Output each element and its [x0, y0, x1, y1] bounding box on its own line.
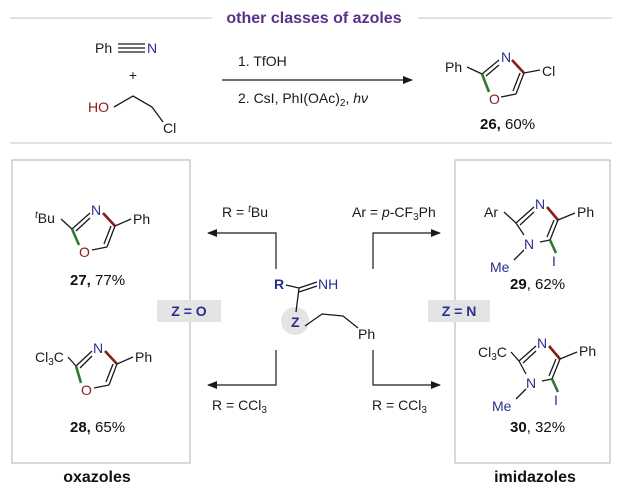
chloroethanol-chain — [113, 95, 164, 123]
c29-n: N — [535, 196, 545, 212]
header-title: other classes of azoles — [226, 10, 401, 27]
z-highlight-circle — [281, 307, 309, 335]
condition-step1: 1. TfOH — [238, 53, 287, 69]
chloroethanol-ho: HO — [88, 99, 109, 115]
p26-n: N — [501, 49, 511, 65]
c28-o: O — [81, 382, 92, 398]
condition-step2: 2. CsI, PhI(OAc)2, hν — [238, 90, 368, 109]
compound-29: Ar N Ph I N Me 29, 62% — [484, 196, 594, 293]
c29-ph: Ph — [577, 204, 594, 220]
imidazoles-label: imidazoles — [494, 469, 576, 486]
benzonitrile-ph: Ph — [95, 40, 112, 56]
c30-n1: N — [526, 375, 536, 391]
compound-30: Cl3C N Ph I N Me 30, 32% — [478, 335, 596, 436]
z-equals-o-badge: Z = O — [157, 300, 221, 322]
z-n-label: Z = N — [442, 303, 477, 319]
compound-28: Cl3C N Ph O 28, 65% — [35, 340, 152, 436]
top-reaction: Ph N + HO Cl 1. TfOH 2. CsI, PhI(OAc)2, … — [88, 40, 555, 136]
compound-27: tBu N Ph O 27, 77% — [35, 202, 150, 289]
product-26-label: 26, 60% — [480, 116, 535, 133]
arrow-to-29 — [372, 229, 441, 269]
benzonitrile-n: N — [147, 40, 157, 56]
c29-n1: N — [524, 236, 534, 252]
substrate-z: Z — [291, 314, 300, 330]
arrow-to-30 — [372, 350, 441, 389]
c30-ccl3: Cl3C — [478, 344, 507, 363]
compound-29-label: 29, 62% — [510, 276, 565, 293]
label-r-tbu: R = tBu — [222, 204, 268, 220]
arrow-to-27 — [207, 229, 277, 269]
c28-ph: Ph — [135, 349, 152, 365]
triple-bond — [118, 43, 145, 53]
c28-ccl3: Cl3C — [35, 349, 64, 368]
z-equals-n-badge: Z = N — [428, 300, 490, 322]
center-substrate: R NH Z Ph — [274, 276, 375, 342]
c30-me: Me — [492, 398, 512, 414]
p26-o: O — [489, 91, 500, 107]
c27-tbu: tBu — [35, 210, 55, 226]
z-o-label: Z = O — [171, 303, 207, 319]
c30-n: N — [537, 335, 547, 351]
header: other classes of azoles — [10, 10, 612, 27]
c27-n: N — [91, 202, 101, 218]
label-ar: Ar = p-CF3Ph — [352, 204, 436, 223]
compound-30-label: 30, 32% — [510, 419, 565, 436]
substrate-r: R — [274, 276, 284, 292]
compound-28-label: 28, 65% — [70, 419, 125, 436]
label-r-ccl3-right: R = CCl3 — [372, 397, 427, 416]
substrate-nh: NH — [318, 276, 338, 292]
c28-n: N — [93, 340, 103, 356]
chloroethanol-cl: Cl — [163, 120, 176, 136]
label-r-ccl3-left: R = CCl3 — [212, 397, 267, 416]
c27-o: O — [79, 244, 90, 260]
c27-ph: Ph — [133, 211, 150, 227]
plus-sign: + — [129, 67, 137, 83]
p26-cl: Cl — [542, 63, 555, 79]
c29-me: Me — [490, 259, 510, 275]
product-26-structure: Ph N Cl O — [445, 49, 555, 107]
c30-i: I — [554, 392, 558, 408]
arrows — [207, 229, 441, 389]
compound-27-label: 27, 77% — [70, 272, 125, 289]
arrow-to-28 — [207, 350, 277, 389]
substrate-chain — [304, 313, 359, 329]
p26-green-bond — [480, 73, 491, 93]
p26-red-bond — [511, 59, 525, 74]
c29-ar: Ar — [484, 204, 498, 220]
p26-ph: Ph — [445, 59, 462, 75]
substrate-ph: Ph — [358, 326, 375, 342]
c30-ph: Ph — [579, 343, 596, 359]
oxazoles-label: oxazoles — [63, 469, 131, 486]
c29-i: I — [552, 253, 556, 269]
